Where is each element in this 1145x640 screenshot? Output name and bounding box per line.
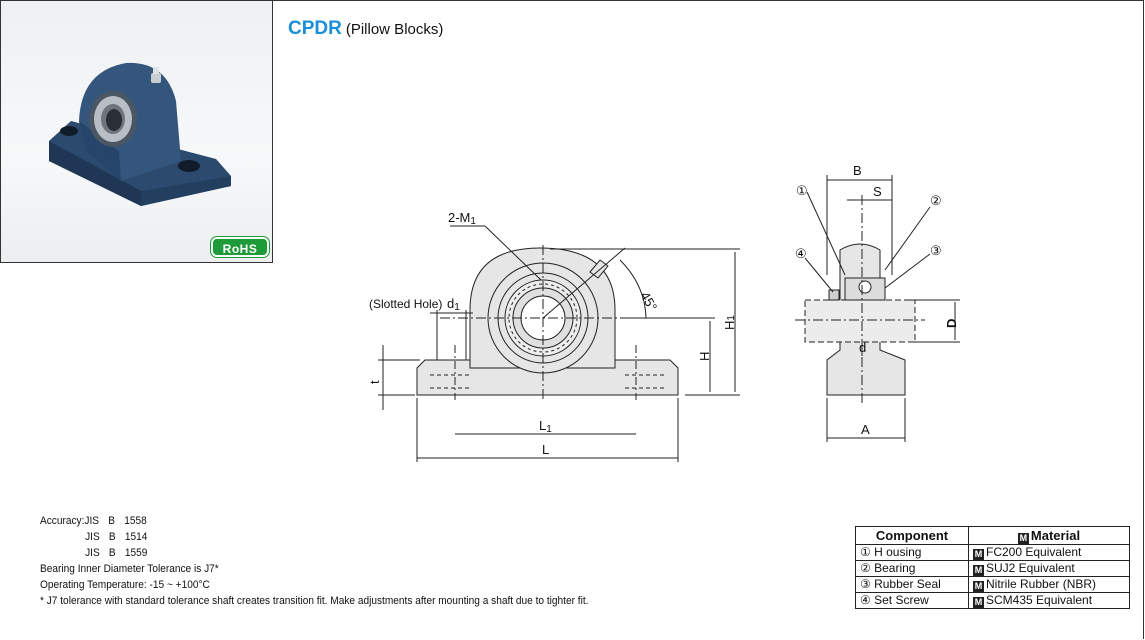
temperature-note: Operating Temperature: -15 ~ +100°C [40,579,210,591]
material-icon: M [973,549,984,560]
material-icon: M [973,597,984,608]
callout-2: ② [930,193,942,208]
tolerance-note: Bearing Inner Diameter Tolerance is J7* [40,563,219,575]
component-cell: ③ Rubber Seal [855,576,969,593]
component-cell: ① H ousing [855,544,969,561]
label-H1: H1 [722,315,737,330]
page-title: CPDR(Pillow Blocks) [288,18,443,40]
material-icon: M [1017,532,1029,544]
label-A: A [861,422,870,437]
component-cell: ② Bearing [855,560,969,577]
callout-3: ③ [930,243,942,258]
label-S: S [873,184,882,199]
product-photo: RoHS [0,0,273,263]
label-L: L [542,442,549,457]
label-H: H [697,352,712,361]
material-icon: M [973,565,984,576]
callout-4: ④ [795,246,807,261]
fit-footnote: * J7 tolerance with standard tolerance s… [40,595,589,607]
label-t: t [367,380,382,384]
label-d: d [859,340,866,355]
callout-1: ① [796,183,808,198]
label-d1: d1 [447,296,460,313]
label-slotted-hole: (Slotted Hole) [369,297,442,311]
label-mounting-holes: 2-M1 [448,210,476,227]
label-D: D [944,319,959,328]
col-component: Component [855,526,969,545]
material-icon: M [973,581,984,592]
rohs-badge: RoHS [211,237,269,257]
product-subtitle: (Pillow Blocks) [345,21,444,38]
product-code: CPDR [288,18,342,39]
component-cell: ④ Set Screw [855,592,969,609]
label-B: B [853,163,862,178]
label-L1: L1 [539,418,552,435]
accuracy-label: Accuracy: [40,515,85,527]
pillow-block-image [49,62,231,206]
